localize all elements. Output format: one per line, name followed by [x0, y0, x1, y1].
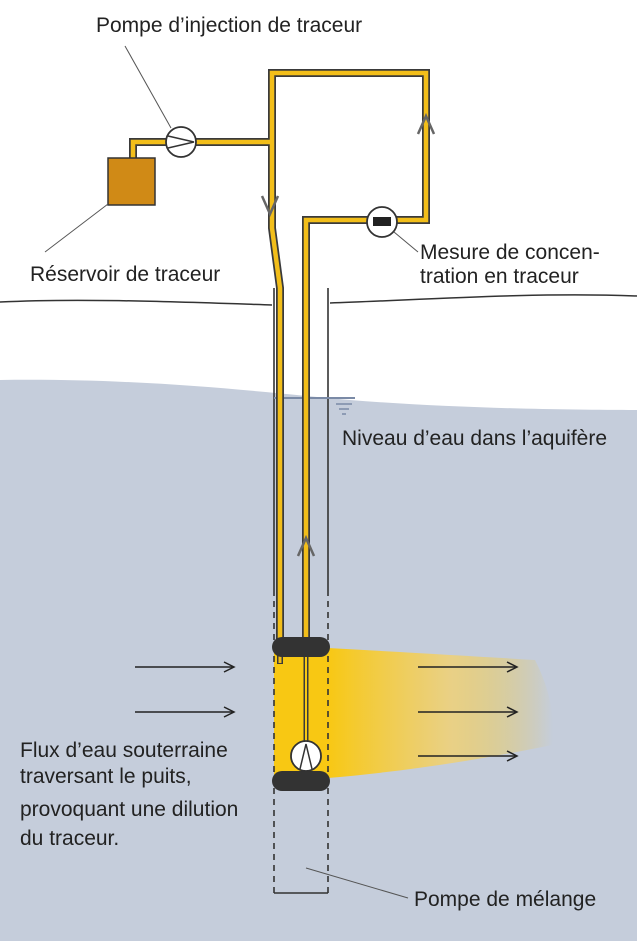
concentration-sensor-icon: [366, 206, 398, 238]
label-injection-pump: Pompe d’injection de traceur: [96, 14, 363, 37]
label-reservoir: Réservoir de traceur: [30, 263, 221, 286]
label-flow-1: Flux d’eau souterraine: [20, 739, 228, 762]
lower-packer: [272, 771, 330, 791]
label-flow-3: provoquant une dilution: [20, 798, 239, 821]
tubing-fill: [130, 70, 429, 648]
label-water-level: Niveau d’eau dans l’aquifère: [342, 427, 608, 450]
label-measure-2: tration en traceur: [420, 265, 579, 288]
injection-pump-icon: [165, 126, 197, 158]
groundwater-arrows: [135, 661, 519, 762]
flow-arrow-up-well-icon: [296, 534, 316, 557]
label-flow-2: traversant le puits,: [20, 765, 192, 788]
label-flow-4: du traceur.: [20, 827, 120, 850]
upper-packer: [272, 637, 330, 657]
ground-surface: [0, 294, 637, 306]
tracer-plume: [328, 648, 553, 778]
leader-lines: [44, 45, 419, 899]
tracer-reservoir: [107, 157, 156, 206]
mixing-pump-icon: [290, 740, 322, 772]
label-measure-1: Mesure de concen-: [420, 241, 600, 264]
flow-arrow-down-icon: [260, 195, 280, 218]
flow-arrow-up-icon: [416, 112, 436, 135]
label-mixing-pump: Pompe de mélange: [414, 888, 597, 911]
